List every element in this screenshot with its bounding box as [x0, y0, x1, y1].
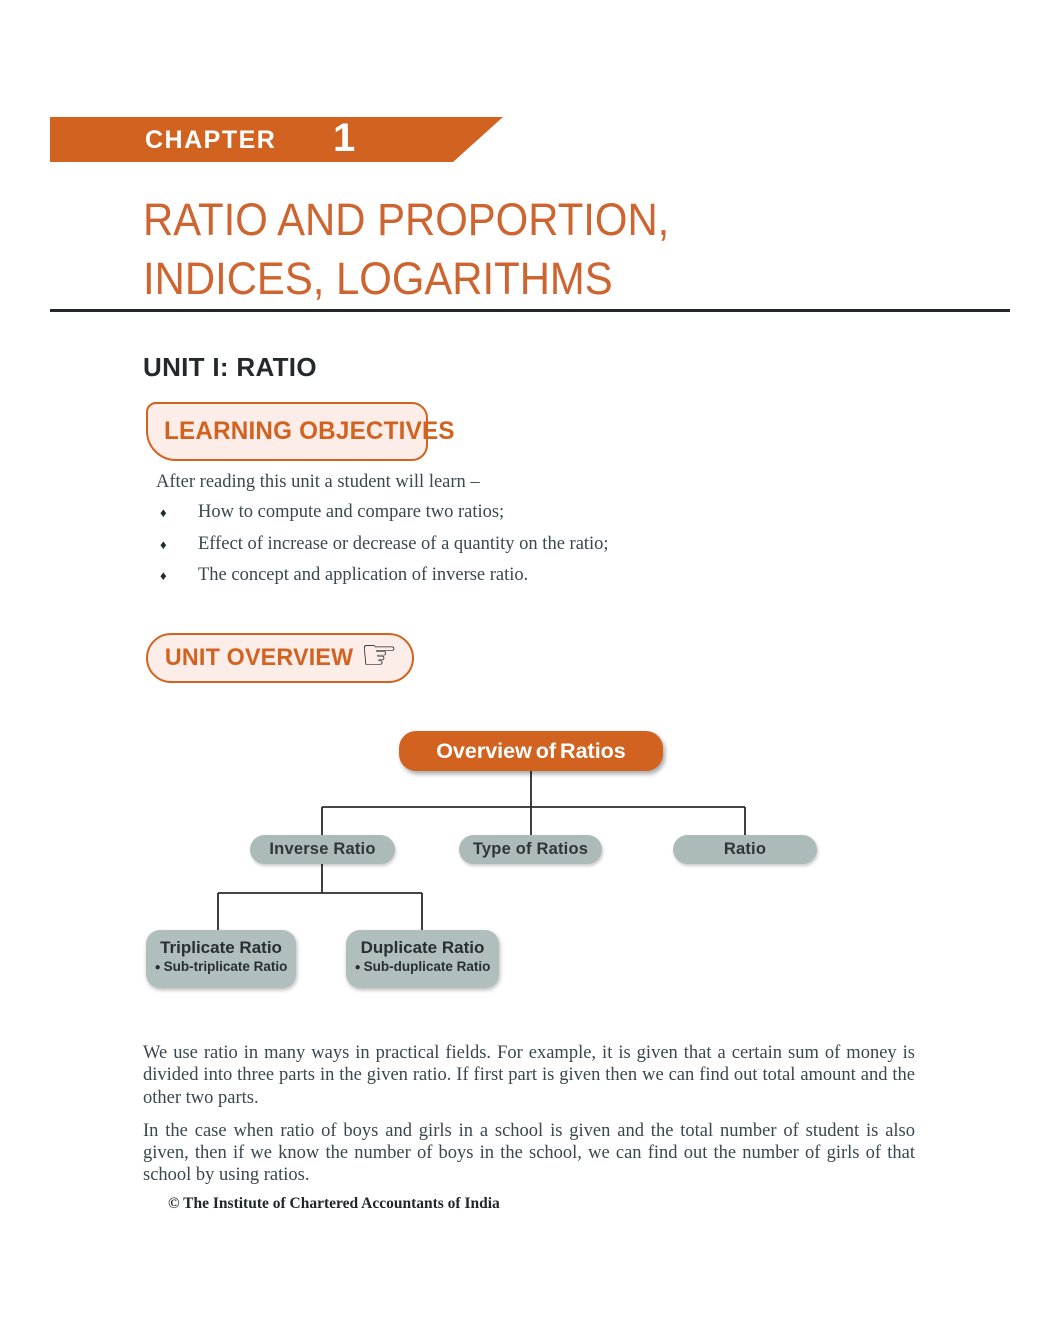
chapter-title-line2: INDICES, LOGARITHMS [143, 253, 613, 304]
body-text: We use ratio in many ways in practical f… [143, 1042, 915, 1198]
diamond-bullet-icon: ♦ [160, 536, 167, 552]
list-item: ♦ Effect of increase or decrease of a qu… [160, 534, 609, 566]
paragraph: In the case when ratio of boys and girls… [143, 1120, 915, 1186]
leaf-subtitle-text: Sub-duplicate Ratio [363, 959, 491, 974]
list-item: ♦ The concept and application of inverse… [160, 565, 609, 597]
objectives-list: ♦ How to compute and compare two ratios;… [160, 502, 609, 597]
leaf-title: Triplicate Ratio [160, 938, 282, 957]
diamond-bullet-icon: ♦ [160, 568, 167, 583]
list-item: ♦ How to compute and compare two ratios; [160, 502, 609, 534]
chapter-label: CHAPTER [145, 126, 277, 154]
horizontal-rule [50, 309, 1010, 312]
chapter-number: 1 [333, 116, 356, 160]
diagram-node-duplicate-ratio: Duplicate Ratio ●Sub-duplicate Ratio [346, 930, 499, 988]
chapter-banner: CHAPTER 1 [50, 117, 503, 162]
dot-bullet-icon: ● [154, 962, 161, 973]
leaf-subtitle-text: Sub-triplicate Ratio [163, 959, 288, 974]
objective-text: Effect of increase or decrease of a quan… [198, 533, 609, 554]
diagram-node-inverse-ratio: Inverse Ratio [250, 835, 395, 864]
diagram-node-type-of-ratios: Type of Ratios [459, 835, 602, 864]
objectives-intro: After reading this unit a student will l… [156, 472, 480, 492]
unit-overview-label: UNIT OVERVIEW [164, 644, 354, 671]
copyright-footer: © The Institute of Chartered Accountants… [168, 1195, 500, 1212]
unit-heading: UNIT I: RATIO [143, 352, 317, 382]
diagram-node-triplicate-ratio: Triplicate Ratio ●Sub-triplicate Ratio [146, 930, 296, 988]
chapter-title-line1: RATIO AND PROPORTION, [143, 194, 670, 245]
diagram-node-ratio: Ratio [673, 835, 817, 864]
unit-overview-box: UNIT OVERVIEW ☞ [146, 633, 414, 683]
diamond-bullet-icon: ♦ [160, 505, 167, 520]
objective-text: How to compute and compare two ratios; [198, 502, 505, 522]
leaf-title: Duplicate Ratio [360, 938, 485, 957]
leaf-subtitle: ●Sub-duplicate Ratio [346, 958, 499, 977]
diagram-node-overview-of-ratios: Overview of Ratios [399, 731, 663, 771]
paragraph: We use ratio in many ways in practical f… [143, 1043, 915, 1108]
chapter-title: RATIO AND PROPORTION, INDICES, LOGARITHM… [143, 190, 669, 308]
pointing-hand-icon: ☞ [360, 630, 398, 679]
dot-bullet-icon: ● [354, 962, 361, 973]
objective-text: The concept and application of inverse r… [198, 565, 529, 585]
leaf-subtitle: ●Sub-triplicate Ratio [146, 958, 296, 977]
learning-objectives-label: LEARNING OBJECTIVES [164, 417, 455, 445]
learning-objectives-box: LEARNING OBJECTIVES [146, 402, 455, 461]
